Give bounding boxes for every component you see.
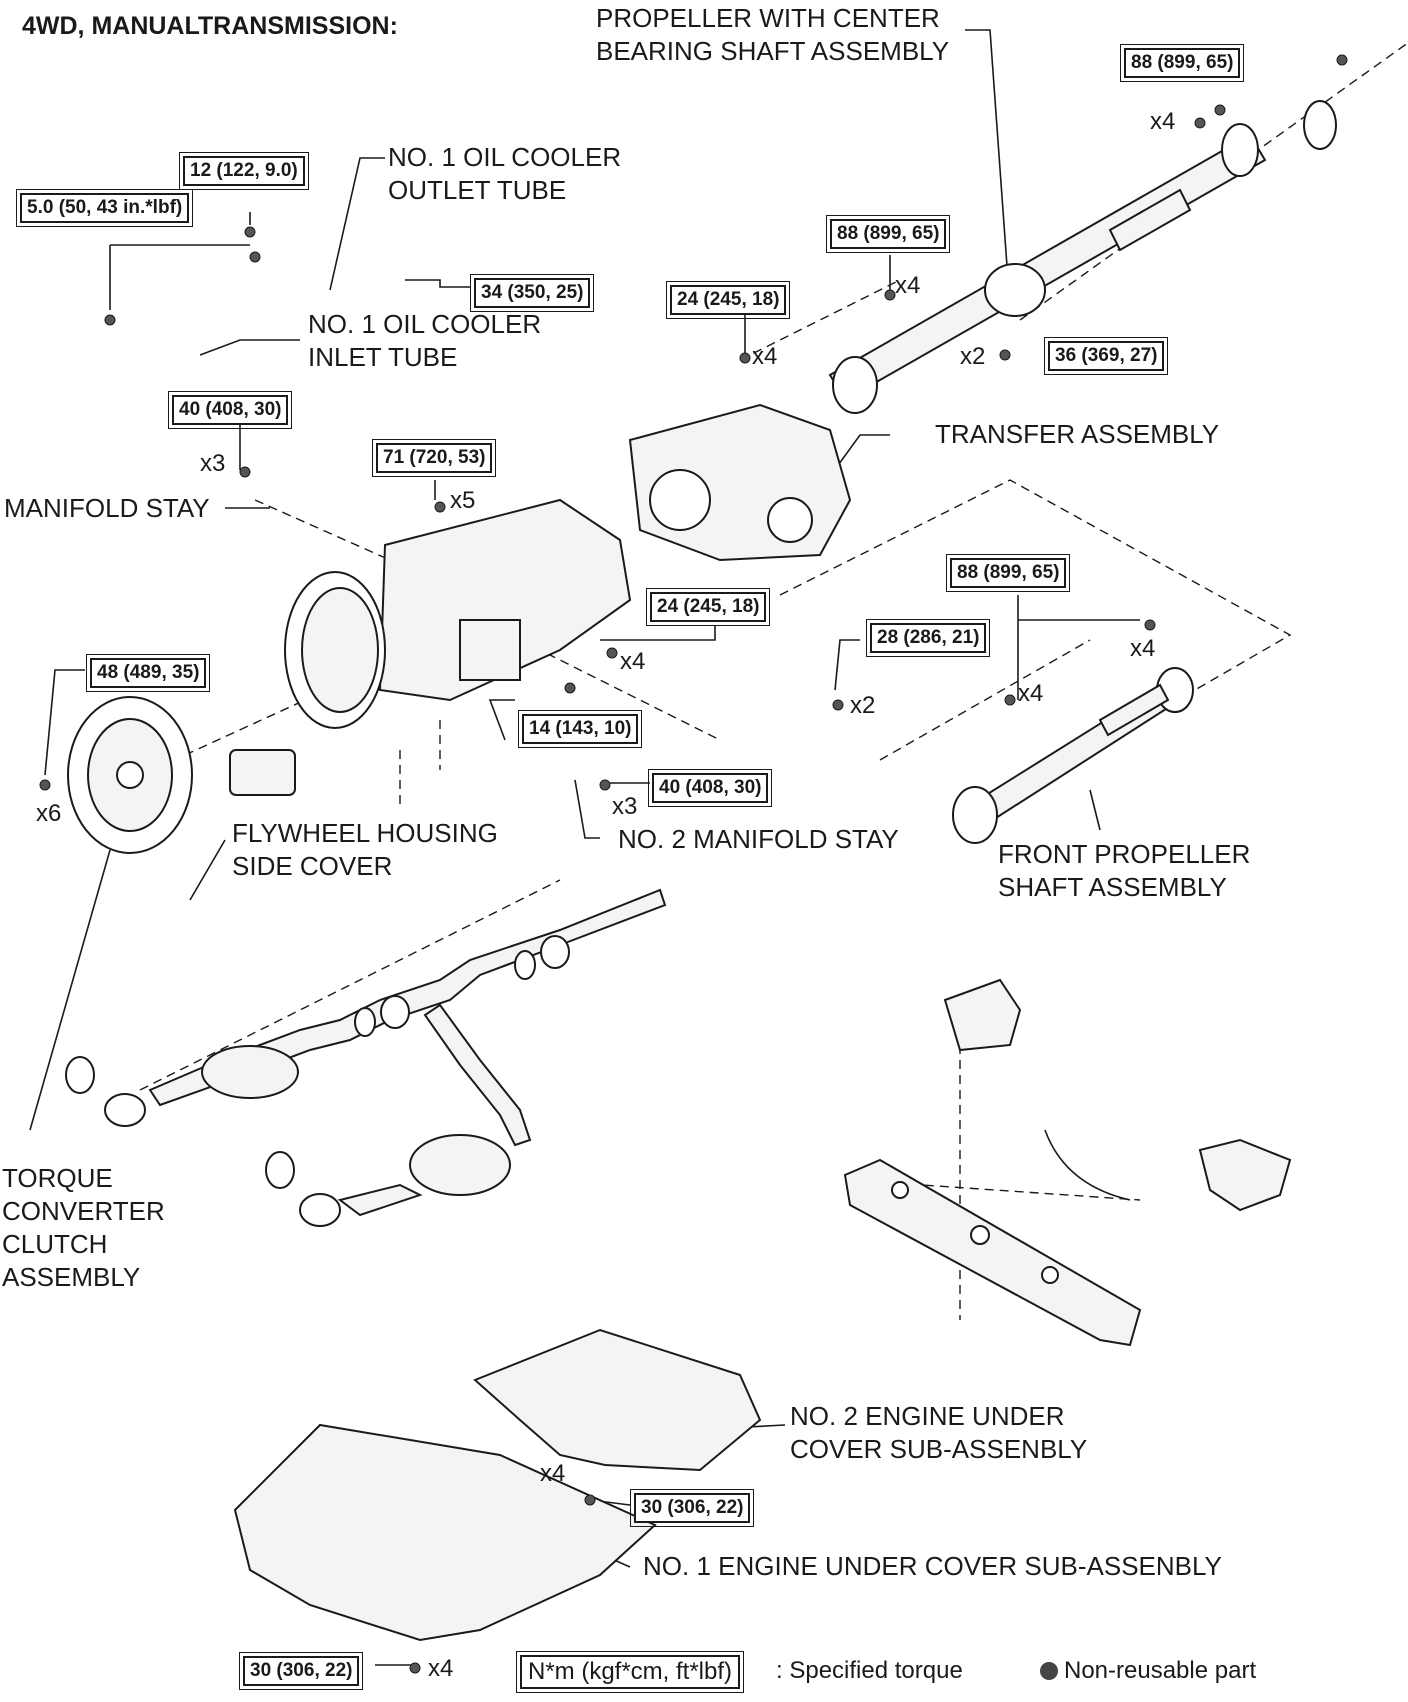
label-under-cover-1: NO. 1 ENGINE UNDER COVER SUB-ASSENBLY [643,1551,1222,1581]
torque-24b: 24 (245, 18) [645,588,771,626]
label-flywheel-line1: FLYWHEEL HOUSING [232,818,498,848]
torque-5: 5.0 (50, 43 in.*lbf) [15,189,194,227]
label-manifold-stay-2: NO. 2 MANIFOLD STAY [618,824,899,854]
label-propeller-center-line2: BEARING SHAFT ASSEMBLY [596,36,950,66]
legend-torque-unit: N*m (kgf*cm, ft*lbf) [515,1651,745,1693]
torque-48: 48 (489, 35) [85,654,211,692]
label-oil-inlet-line1: NO. 1 OIL COOLER [308,309,542,339]
torque-30b: 30 (306, 22) [238,1652,364,1690]
label-transfer-assembly: TRANSFER ASSEMBLY [935,419,1220,449]
label-propeller-center-line1: PROPELLER WITH CENTER [596,3,940,33]
label-oil-outlet-line2: OUTLET TUBE [388,175,567,205]
crossmember [843,978,1292,1347]
torque-71: 71 (720, 53) [371,439,497,477]
label-torque-conv-line1: TORQUE [2,1163,113,1193]
legend-torque-desc: : Specified torque [776,1657,963,1684]
label-under-cover-2-line2: COVER SUB-ASSENBLY [790,1434,1088,1464]
qty-x4-front-flange: x4 [1130,635,1156,662]
label-front-prop-line1: FRONT PROPELLER [998,839,1251,869]
torque-28: 28 (286, 21) [865,619,991,657]
torque-14: 14 (143, 10) [517,710,643,748]
torque-converter [67,696,296,854]
torque-24a: 24 (245, 18) [665,281,791,319]
transfer-assembly [628,403,852,562]
label-under-cover-2-line1: NO. 2 ENGINE UNDER [790,1401,1065,1431]
rear-propeller-shaft [828,100,1337,414]
label-front-prop-line2: SHAFT ASSEMBLY [998,872,1227,902]
qty-x3-manifold: x3 [200,450,226,477]
qty-x6-torque-converter: x6 [36,800,62,827]
label-oil-inlet-line2: INLET TUBE [308,342,458,372]
bolts [39,54,1348,1674]
engine-under-covers [233,1328,762,1642]
legend-nonreusable: Non-reusable part [1040,1657,1256,1685]
qty-x4-center-flange: x4 [895,272,921,299]
torque-88c: 88 (899, 65) [945,554,1071,592]
qty-x2-bracket: x2 [850,692,876,719]
legend-nonreusable-text: Non-reusable part [1064,1657,1257,1684]
torque-36: 36 (369, 27) [1043,337,1169,375]
qty-x5-transmission: x5 [450,487,476,514]
qty-x4-under-cover-1: x4 [428,1655,454,1682]
label-manifold-stay: MANIFOLD STAY [4,493,210,523]
qty-x2-center-bearing: x2 [960,343,986,370]
torque-88a: 88 (899, 65) [1119,44,1245,82]
torque-40b: 40 (408, 30) [647,769,773,807]
torque-30a: 30 (306, 22) [629,1489,755,1527]
qty-x4-transmission-side: x4 [620,648,646,675]
front-propeller-shaft [952,667,1194,844]
nonreusable-dot-icon [1040,1662,1058,1680]
torque-34: 34 (350, 25) [469,274,595,312]
label-oil-outlet-line1: NO. 1 OIL COOLER [388,142,622,172]
qty-x4-transfer: x4 [752,343,778,370]
label-flywheel-line2: SIDE COVER [232,851,393,881]
label-torque-conv-line4: ASSEMBLY [2,1262,141,1292]
qty-x4-under-cover-2: x4 [540,1460,566,1487]
label-torque-conv-line2: CONVERTER [2,1196,165,1226]
torque-40a: 40 (408, 30) [167,391,293,429]
qty-x4-front-shaft: x4 [1018,680,1044,707]
qty-x3-manifold-stay-2: x3 [612,793,638,820]
diagram-title: 4WD, MANUALTRANSMISSION: [22,12,398,40]
transmission-case [284,498,632,729]
exhaust-system [65,888,667,1227]
torque-88b: 88 (899, 65) [825,215,951,253]
label-torque-conv-line3: CLUTCH [2,1229,108,1259]
torque-12: 12 (122, 9.0) [179,152,309,190]
qty-x4-rear-flange: x4 [1150,108,1176,135]
